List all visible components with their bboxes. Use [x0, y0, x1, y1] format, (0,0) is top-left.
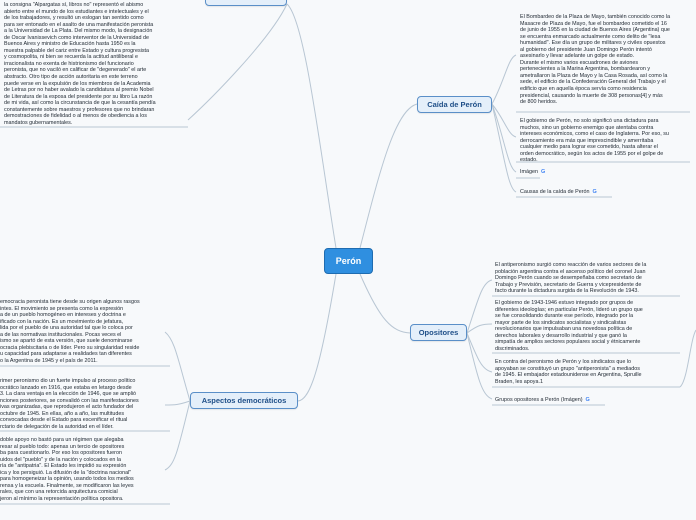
democraticos-primer-peronismo-text: rimer peronismo dio un fuerte impulso al… — [0, 378, 139, 430]
caida-causes-link[interactable]: Causas de la caída de Perón G — [520, 189, 597, 195]
node-top-left-cropped[interactable] — [205, 0, 287, 6]
caida-gobierno-text: El gobierno de Perón, no solo significó … — [520, 118, 669, 164]
root-node-peron[interactable]: Perón — [324, 248, 373, 274]
top-left-text: la consigna "Alpargatas sí, libros no" r… — [4, 2, 156, 126]
democraticos-opositores-text: doble apoyo no bastó para un régimen que… — [0, 437, 134, 502]
node-caida-de-peron[interactable]: Caída de Perón — [417, 96, 492, 113]
opositores-braden-text: En contra del peronismo de Perón y los s… — [495, 359, 642, 385]
democraticos-origen-text: emocracia peronista tiene desde su orige… — [0, 299, 140, 364]
caida-image-link[interactable]: Imágen G — [520, 169, 545, 175]
opositores-antiperonismo-text: El antiperonismo surgió como reacción de… — [495, 262, 647, 295]
opositores-gobierno-text: El gobierno de 1943-1946 estuvo integrad… — [495, 300, 643, 352]
node-aspectos-democraticos[interactable]: Aspectos democráticos — [190, 392, 298, 409]
caida-causes-label: Causas de la caída de Perón — [520, 189, 590, 195]
caida-image-label: Imágen — [520, 169, 538, 175]
opositores-groups-link[interactable]: Grupos opositores a Perón (Imágen) G — [495, 397, 590, 403]
caida-bombardeo-text: El Bombardeo de la Plaza de Mayo, tambié… — [520, 14, 671, 106]
google-icon: G — [585, 397, 590, 403]
google-icon: G — [592, 189, 597, 195]
opositores-groups-label: Grupos opositores a Perón (Imágen) — [495, 397, 583, 403]
node-opositores[interactable]: Opositores — [410, 324, 467, 341]
google-icon: G — [540, 169, 546, 175]
